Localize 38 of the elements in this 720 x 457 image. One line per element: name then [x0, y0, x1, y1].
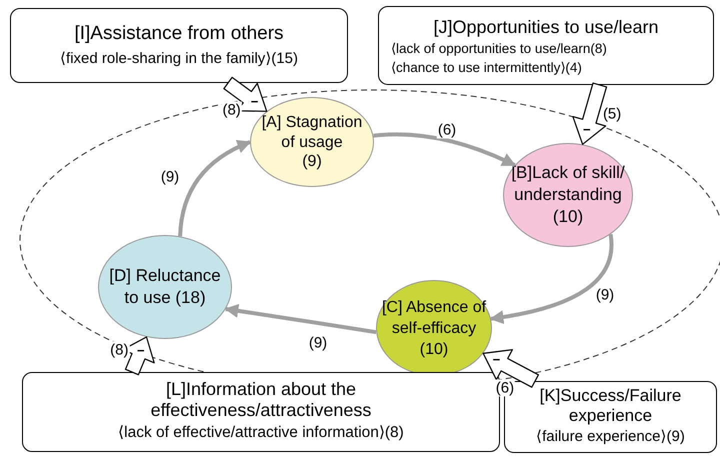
factor-detail: ⟨lack of opportunities to use/learn(8): [390, 40, 607, 58]
edge-label: (5): [602, 106, 622, 123]
factor-title: [A] Stagnation of usage: [260, 113, 364, 153]
factor-detail: (10): [420, 340, 448, 360]
factor-title: [J]Opportunities to use/learn: [433, 16, 659, 38]
arrow: [224, 304, 377, 334]
edge-label: (8): [221, 102, 242, 119]
edge-label: (8): [109, 342, 130, 359]
block-arrow: [122, 336, 155, 376]
minus-sign: −: [582, 122, 591, 137]
block-arrow: [482, 349, 539, 388]
minus-sign: −: [492, 353, 500, 368]
edge-label: (6): [494, 379, 516, 396]
edge-label: (9): [594, 286, 616, 304]
block-arrow: [572, 82, 608, 145]
block-arrow: [223, 76, 268, 112]
factor-detail: ⟨lack of effective/attractive information⟩(8): [118, 423, 404, 443]
edge-label: (9): [308, 334, 328, 352]
factor-detail: ⟨chance to use intermittently⟩(4): [390, 58, 582, 76]
callout-box: [378, 6, 714, 85]
factor-title: [I]Assistance from others: [74, 22, 284, 46]
edge-label: (6): [436, 122, 458, 138]
minus-sign: −: [250, 95, 258, 110]
factor-detail: (9): [302, 153, 322, 171]
minus-sign: −: [136, 344, 145, 358]
factor-title: [L]Information about the effectiveness/attractiveness: [150, 379, 372, 421]
factor-title: [K]Success/Failure experience: [538, 386, 682, 426]
factor-detail: (10): [552, 206, 584, 228]
edge-label: (9): [160, 168, 180, 186]
arrow: [178, 140, 252, 236]
factor-title: [D] Reluctance to use (18): [108, 265, 222, 309]
factor-detail: ⟨failure experience⟩(9): [536, 427, 685, 447]
factor-title: [C] Absence of self-efficacy: [380, 298, 488, 338]
callout-box: [10, 8, 348, 83]
factor-title: [B]Lack of skill/ understanding: [510, 162, 626, 206]
factor-detail: ⟨fixed role-sharing in the family⟩(15): [60, 48, 298, 68]
arrow: [490, 234, 614, 324]
arrow: [373, 132, 516, 167]
